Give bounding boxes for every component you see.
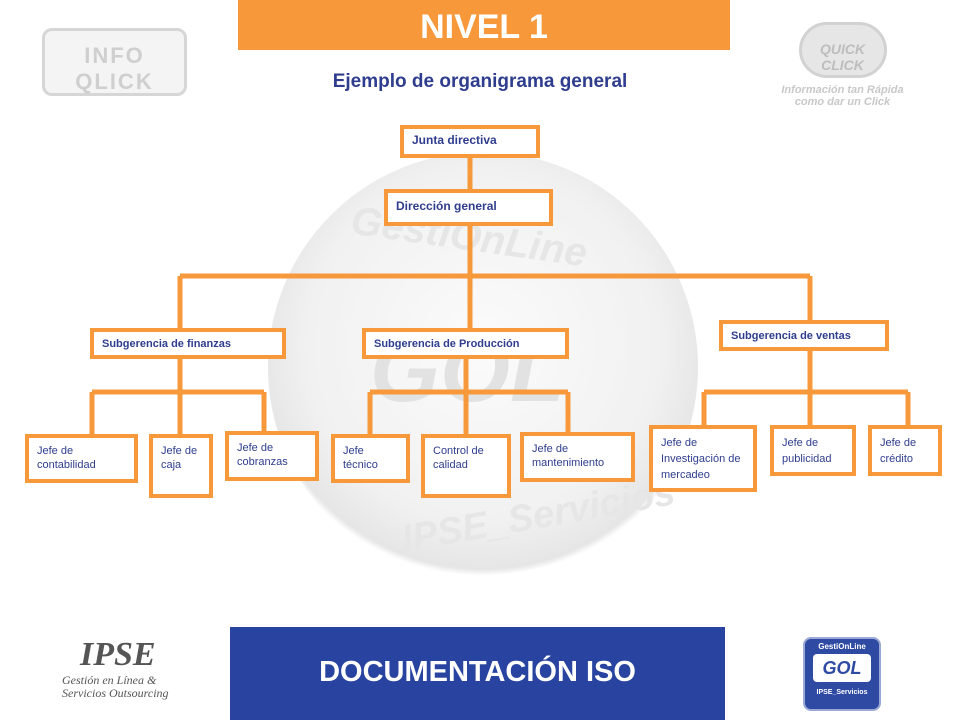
gestionline-badge-bottom: IPSE_Servicios: [816, 689, 868, 696]
node-finance-collections: Jefe de cobranzas: [225, 431, 319, 481]
quick-click-logo: QUICK CLICK Información tan Rápida como …: [770, 22, 915, 112]
node-sub-finance: Subgerencia de finanzas: [90, 328, 286, 359]
gestionline-badge-mid: GOL: [813, 654, 871, 682]
node-sales-advertising: Jefe de publicidad: [770, 425, 856, 476]
quick-click-tagline: Información tan Rápida como dar un Click: [781, 84, 904, 108]
ipse-logo: IPSE Gestión en Línea & Servicios Outsou…: [62, 638, 172, 710]
info-qlick-logo-text: INFO QLICK: [75, 43, 154, 94]
node-sub-production: Subgerencia de Producción: [362, 328, 569, 359]
node-board: Junta directiva: [400, 125, 540, 158]
node-finance-accounting: Jefe de contabilidad: [25, 434, 138, 483]
node-sub-sales: Subgerencia de ventas: [719, 320, 889, 351]
page-title: NIVEL 1: [238, 0, 730, 50]
diagram-subtitle: Ejemplo de organigrama general: [332, 71, 628, 92]
footer-banner: DOCUMENTACIÓN ISO: [230, 627, 725, 720]
node-production-quality: Control de calidad: [421, 434, 511, 498]
node-sales-credit: Jefe de crédito: [868, 425, 942, 476]
node-finance-cash: Jefe de caja: [149, 434, 213, 498]
quick-click-logo-badge: QUICK CLICK: [798, 22, 887, 78]
ipse-logo-tagline: Gestión en Línea & Servicios Outsourcing: [62, 673, 169, 700]
gestionline-badge: GestiOnLine GOL IPSE_Servicios: [803, 637, 881, 711]
node-sales-research: Jefe de Investigación de mercadeo: [649, 425, 757, 492]
node-director: Dirección general: [384, 189, 553, 226]
ipse-logo-brand: IPSE: [80, 636, 156, 673]
node-production-technical: Jefe técnico: [331, 434, 410, 483]
node-production-maintenance: Jefe de mantenimiento: [520, 432, 635, 482]
info-qlick-logo: INFO QLICK: [42, 28, 187, 96]
gestionline-badge-top: GestiOnLine: [818, 642, 866, 651]
quick-click-logo-text: QUICK CLICK: [819, 41, 866, 73]
